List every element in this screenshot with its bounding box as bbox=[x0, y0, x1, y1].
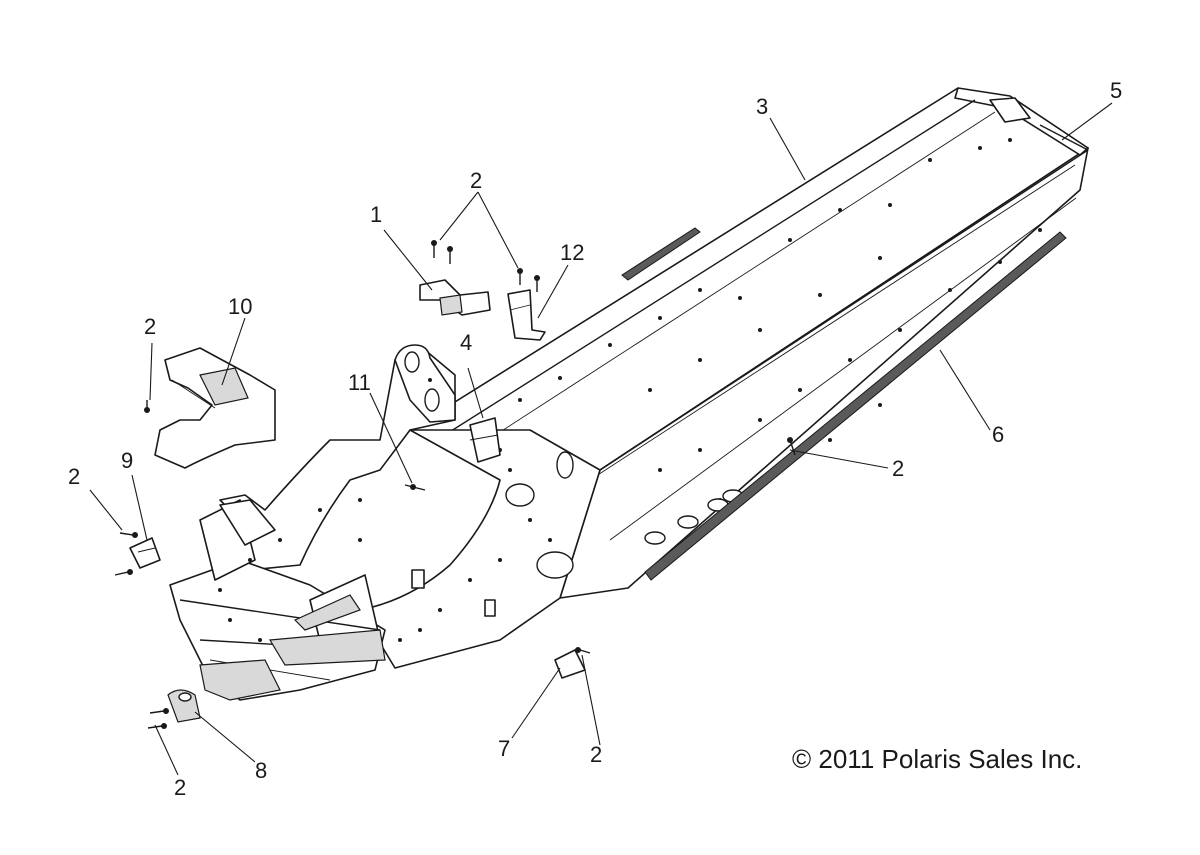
clip-part-8 bbox=[167, 689, 201, 723]
rivet-icon bbox=[517, 268, 523, 285]
tunnel-deck-holes bbox=[518, 138, 1012, 402]
callout-4: 4 bbox=[460, 330, 472, 355]
callout-12: 12 bbox=[560, 240, 584, 265]
copyright-notice: © 2011 Polaris Sales Inc. bbox=[792, 744, 1082, 774]
bracket-part-1 bbox=[419, 279, 491, 316]
rivet-icon bbox=[114, 569, 133, 576]
callout-8: 8 bbox=[255, 758, 267, 783]
callout-10: 10 bbox=[228, 294, 252, 319]
callout-2-top: 2 bbox=[470, 168, 482, 193]
tunnel-assembly bbox=[409, 87, 1089, 599]
plate-part-7 bbox=[554, 649, 586, 679]
rivet-icon bbox=[149, 708, 169, 714]
rivet-icon bbox=[119, 532, 138, 538]
callout-2-left-upper: 2 bbox=[144, 314, 156, 339]
callout-11: 11 bbox=[348, 370, 371, 395]
front-bulkhead bbox=[169, 344, 601, 701]
fasteners-part-2 bbox=[114, 240, 796, 729]
callout-9: 9 bbox=[121, 448, 133, 473]
callout-2-bottom-center: 2 bbox=[590, 742, 602, 767]
rivet-icon bbox=[431, 240, 437, 258]
brace-part-10 bbox=[154, 347, 276, 469]
rivet-icon bbox=[787, 437, 796, 456]
bracket-part-9 bbox=[129, 537, 161, 569]
callout-2-left-lower: 2 bbox=[68, 464, 80, 489]
rivet-icon bbox=[147, 723, 167, 729]
rivet-icon bbox=[575, 647, 591, 654]
rear-bumper-part-5 bbox=[989, 97, 1089, 151]
callout-3: 3 bbox=[756, 94, 768, 119]
callout-7: 7 bbox=[498, 736, 510, 761]
side-rail-part-6 bbox=[621, 227, 1067, 581]
bulkhead-holes bbox=[218, 378, 552, 642]
rivet-icon bbox=[534, 275, 540, 292]
bolt-part-11 bbox=[404, 484, 426, 491]
callout-1: 1 bbox=[370, 202, 382, 227]
leader-lines bbox=[89, 102, 1113, 776]
callout-2-right: 2 bbox=[892, 456, 904, 481]
callout-labels: 1 2 12 3 5 10 2 4 11 6 2 9 2 7 2 8 2 bbox=[68, 78, 1122, 800]
rivet-icon bbox=[144, 400, 150, 413]
callout-2-bottom-left: 2 bbox=[174, 775, 186, 800]
callout-5: 5 bbox=[1110, 78, 1122, 103]
callout-6: 6 bbox=[992, 422, 1004, 447]
bracket-part-4 bbox=[469, 417, 501, 463]
bracket-part-12 bbox=[507, 289, 546, 341]
rivet-icon bbox=[447, 246, 453, 264]
